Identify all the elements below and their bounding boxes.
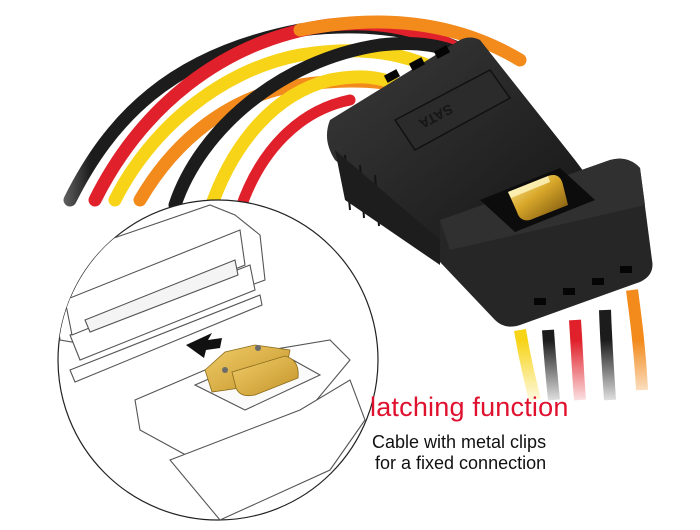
arrow-insert-icon [186,333,222,358]
caption-title: latching function [370,392,569,422]
caption-body: Cable with metal clips for a fixed conne… [372,432,546,474]
metal-clip [508,175,568,221]
caption-line-2: for a fixed connection [375,453,547,473]
caption-line-1: Cable with metal clips [372,432,547,452]
sata-connector: SATA [326,37,653,327]
detail-inset [57,199,379,521]
metal-clip-illustration [204,344,299,397]
